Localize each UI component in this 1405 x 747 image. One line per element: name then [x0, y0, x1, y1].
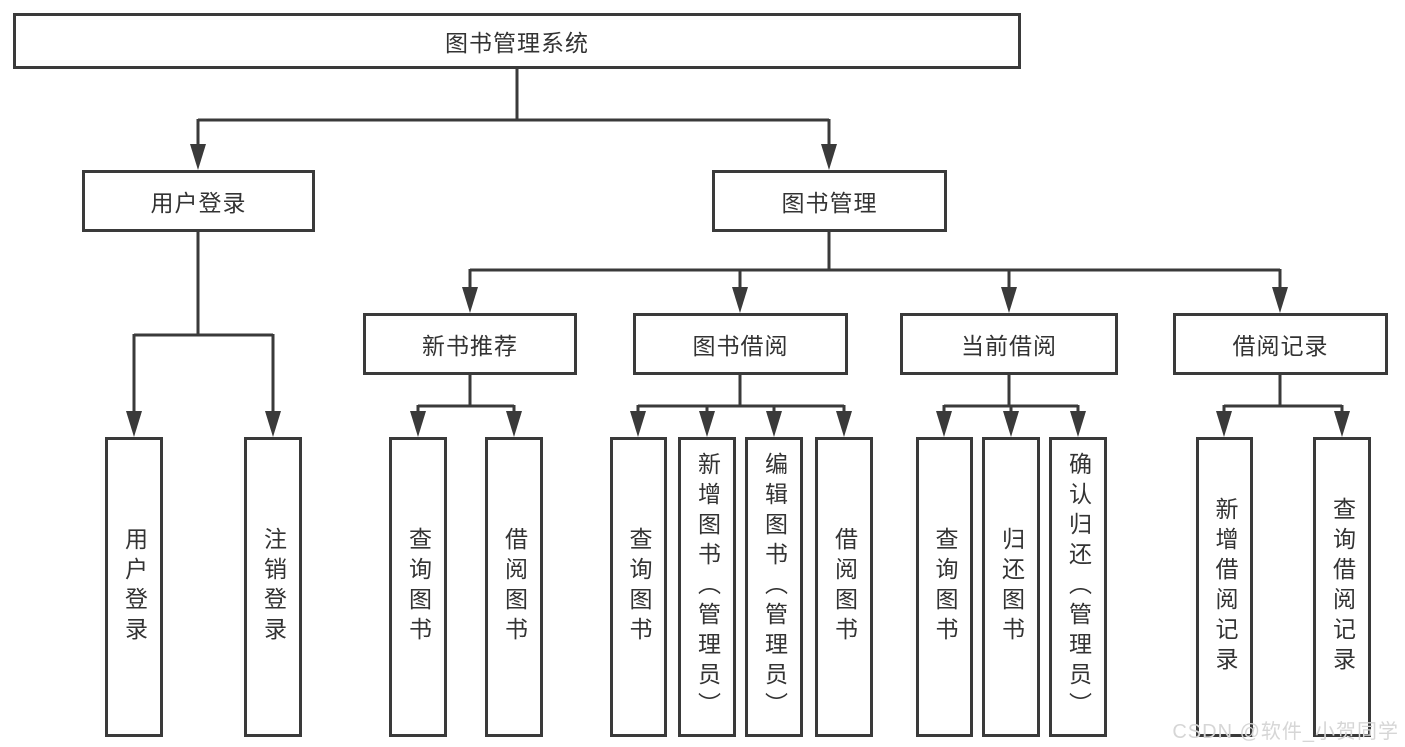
leaf-user-login: 用户登录 — [105, 437, 163, 737]
leaf-query-borrow-record: 查询借阅记录 — [1313, 437, 1371, 737]
node-current-borrow-label: 当前借阅 — [961, 333, 1057, 359]
leaf-borrow-books-recommend: 借阅图书 — [485, 437, 543, 737]
leaf-borrow-books: 借阅图书 — [815, 437, 873, 737]
node-user-login: 用户登录 — [82, 170, 315, 232]
leaf-query-books-recommend-label: 查询图书 — [405, 527, 432, 647]
leaf-query-books-current: 查询图书 — [916, 437, 973, 737]
node-book-management: 图书管理 — [712, 170, 947, 232]
node-new-book-recommend-label: 新书推荐 — [422, 333, 518, 359]
node-root: 图书管理系统 — [13, 13, 1021, 69]
leaf-edit-book-admin-label: 编辑图书（管理员） — [761, 452, 788, 722]
leaf-query-books-borrow: 查询图书 — [610, 437, 667, 737]
leaf-user-login-label: 用户登录 — [121, 527, 148, 647]
leaf-confirm-return-admin: 确认归还（管理员） — [1049, 437, 1107, 737]
leaf-query-books-borrow-label: 查询图书 — [626, 527, 652, 647]
leaf-borrow-books-label: 借阅图书 — [831, 527, 858, 647]
leaf-edit-book-admin: 编辑图书（管理员） — [745, 437, 803, 737]
node-new-book-recommend: 新书推荐 — [363, 313, 577, 375]
leaf-logout-label: 注销登录 — [260, 527, 287, 647]
leaf-borrow-books-recommend-label: 借阅图书 — [501, 527, 528, 647]
leaf-confirm-return-admin-label: 确认归还（管理员） — [1065, 452, 1092, 722]
leaf-return-book-label: 归还图书 — [998, 527, 1025, 647]
leaf-query-books-current-label: 查询图书 — [932, 527, 958, 647]
leaf-return-book: 归还图书 — [982, 437, 1040, 737]
node-root-label: 图书管理系统 — [445, 30, 589, 56]
leaf-query-books-recommend: 查询图书 — [389, 437, 447, 737]
leaf-logout: 注销登录 — [244, 437, 302, 737]
leaf-add-borrow-record: 新增借阅记录 — [1196, 437, 1253, 737]
node-book-management-label: 图书管理 — [781, 190, 878, 216]
arrowheads — [126, 144, 1350, 437]
node-current-borrow: 当前借阅 — [900, 313, 1118, 375]
leaf-add-book-admin-label: 新增图书（管理员） — [694, 452, 721, 722]
leaf-query-borrow-record-label: 查询借阅记录 — [1329, 497, 1356, 677]
watermark: CSDN @软件_小贺同学 — [1172, 721, 1399, 743]
node-borrow-records: 借阅记录 — [1173, 313, 1388, 375]
node-borrow-records-label: 借阅记录 — [1232, 333, 1329, 359]
leaf-add-borrow-record-label: 新增借阅记录 — [1212, 497, 1238, 677]
leaf-add-book-admin: 新增图书（管理员） — [678, 437, 736, 737]
node-book-borrow-label: 图书借阅 — [692, 333, 789, 359]
node-book-borrow: 图书借阅 — [633, 313, 848, 375]
node-user-login-label: 用户登录 — [150, 190, 247, 216]
